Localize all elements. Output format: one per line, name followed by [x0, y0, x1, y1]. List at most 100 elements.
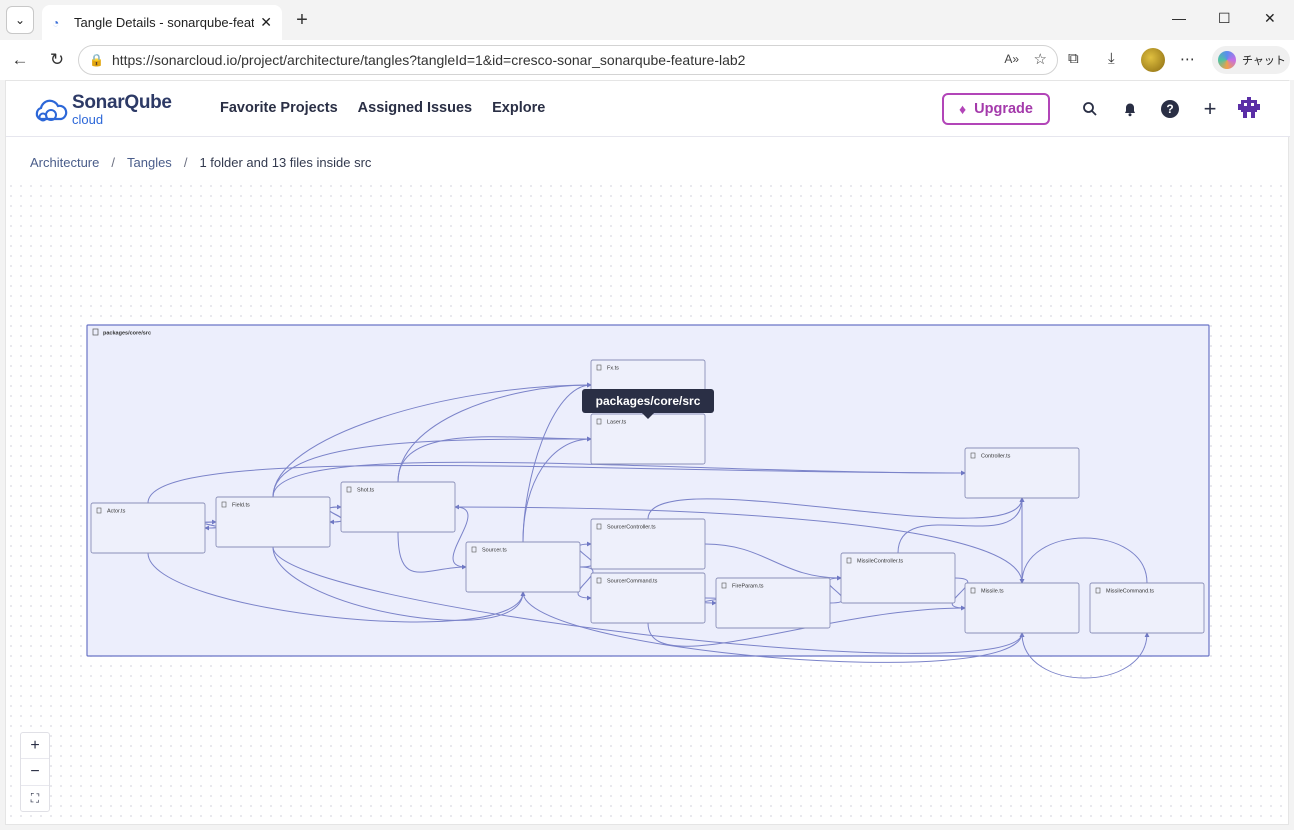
dependency-edge — [202, 521, 219, 531]
graph-node-label: Fx.ts — [607, 366, 619, 372]
dependency-edge — [702, 597, 719, 606]
folder-tooltip: packages/core/src — [582, 389, 714, 419]
page: SonarQube cloud Favorite Projects Assign… — [5, 80, 1290, 825]
folder-label: packages/core/src — [103, 331, 151, 337]
graph-node-label: Sourcer.ts — [482, 548, 507, 554]
graph-node-actor[interactable]: Actor.ts — [90, 502, 206, 554]
back-icon[interactable]: ← — [11, 50, 29, 69]
bell-icon[interactable] — [1119, 98, 1141, 120]
minimize-icon[interactable]: — — [1172, 10, 1186, 26]
tab-close-icon[interactable]: ✕ — [260, 14, 272, 30]
dependency-edge — [1019, 537, 1148, 584]
dependency-edge — [897, 497, 1025, 554]
graph-node-controller[interactable]: Controller.ts — [964, 447, 1080, 499]
cloud-logo-icon — [35, 99, 68, 121]
breadcrumb-architecture[interactable]: Architecture — [30, 155, 100, 170]
url-text: https://sonarcloud.io/project/architectu… — [111, 52, 746, 68]
graph-node-label: MissileCommand.ts — [1106, 589, 1154, 595]
file-icon — [221, 501, 227, 508]
dependency-edge — [452, 504, 469, 568]
favorite-star-icon[interactable]: ☆ — [1033, 51, 1047, 68]
window-close-icon[interactable]: ✕ — [1264, 10, 1276, 26]
zoom-out-button[interactable]: − — [21, 759, 49, 786]
extensions-icon[interactable]: ⧉ — [1068, 50, 1079, 67]
graph-node-label: SourcerCommand.ts — [607, 579, 658, 585]
dependency-edge — [647, 605, 966, 647]
dependency-edge — [272, 382, 592, 498]
new-tab-button[interactable]: + — [296, 8, 308, 31]
dependency-edge — [647, 497, 1025, 520]
file-icon — [92, 328, 99, 336]
graph-node-field[interactable]: Field.ts — [215, 496, 331, 548]
browser-toolbar: ← ↻ 🔒 https://sonarcloud.io/project/arch… — [0, 40, 1294, 80]
nav-favorite-projects[interactable]: Favorite Projects — [220, 100, 338, 116]
user-avatar-icon[interactable] — [1236, 96, 1262, 122]
copilot-label: チャット — [1242, 55, 1286, 67]
tab-list-button[interactable]: ⌄ — [6, 6, 34, 34]
graph-node-missilecontroller[interactable]: MissileController.ts — [840, 552, 956, 604]
graph-node-label: Field.ts — [232, 503, 250, 509]
graph-node-missile[interactable]: Missile.ts — [964, 582, 1080, 634]
profile-avatar[interactable] — [1141, 48, 1165, 72]
graph-node-shot[interactable]: Shot.ts — [340, 481, 456, 533]
dependency-edge — [577, 566, 594, 601]
browser-tab[interactable]: ◔ Tangle Details - sonarqube-feature ✕ — [42, 5, 282, 40]
dependency-edge — [704, 543, 842, 581]
sonarqube-logo[interactable]: SonarQube cloud — [32, 93, 172, 126]
breadcrumb-separator: / — [183, 155, 188, 170]
file-icon — [1095, 587, 1101, 594]
breadcrumb-tangles[interactable]: Tangles — [127, 155, 172, 170]
tangle-graph[interactable]: packages/core/src Fx.tsLaser.tsControlle… — [6, 181, 1288, 824]
zoom-in-button[interactable]: + — [21, 733, 49, 760]
graph-node-missilecommand[interactable]: MissileCommand.ts — [1089, 582, 1205, 634]
dependency-edge — [454, 506, 1025, 584]
nav-explore[interactable]: Explore — [492, 100, 546, 116]
fit-view-button[interactable]: ⛶ — [30, 790, 40, 805]
dependency-edge — [951, 577, 969, 611]
reload-icon[interactable]: ↻ — [49, 50, 65, 69]
plus-icon[interactable]: + — [1203, 96, 1217, 121]
dependency-edge — [397, 531, 467, 573]
logo-main-text: SonarQube — [72, 92, 172, 113]
upgrade-button[interactable]: ♦ Upgrade — [942, 93, 1050, 125]
nav-assigned-issues[interactable]: Assigned Issues — [357, 100, 473, 116]
top-navigation: Favorite Projects Assigned Issues Explor… — [220, 100, 545, 116]
dependency-edge — [577, 541, 594, 568]
file-icon — [970, 452, 976, 459]
help-icon[interactable]: ? — [1161, 100, 1179, 118]
downloads-icon[interactable]: ⤓ — [1108, 50, 1115, 67]
diamond-icon: ♦ — [959, 101, 967, 117]
graph-node-label: Shot.ts — [357, 488, 374, 494]
file-icon — [846, 557, 852, 564]
dependency-edge — [272, 436, 592, 498]
graph-node-sourcercontroller[interactable]: SourcerController.ts — [590, 518, 706, 570]
graph-node-label: SourcerController.ts — [607, 525, 656, 531]
search-icon[interactable] — [1079, 98, 1101, 120]
graph-node-sourcercommand[interactable]: SourcerCommand.ts — [590, 572, 706, 624]
read-aloud-icon[interactable]: A» — [1004, 52, 1019, 66]
graph-node-label: Controller.ts — [981, 454, 1011, 460]
more-menu-icon[interactable]: ⋯ — [1180, 51, 1195, 68]
dependency-edge — [522, 436, 592, 543]
file-icon — [96, 507, 102, 514]
dependency-edge — [272, 546, 1025, 654]
zoom-controls: + − ⛶ — [20, 732, 50, 812]
dependency-edge — [147, 552, 526, 623]
graph-node-sourcer[interactable]: Sourcer.ts — [465, 541, 581, 593]
graph-node-fireparam[interactable]: FireParam.ts — [715, 577, 831, 629]
logo-sub-text: cloud — [72, 112, 104, 127]
breadcrumb: Architecture / Tangles / 1 folder and 13… — [30, 155, 371, 170]
file-icon — [970, 587, 976, 594]
copilot-icon — [1218, 51, 1236, 69]
file-icon — [596, 523, 602, 530]
copilot-button[interactable]: チャット — [1212, 46, 1290, 74]
maximize-icon[interactable]: ☐ — [1218, 10, 1231, 26]
graph-node-label: MissileController.ts — [857, 559, 903, 565]
address-bar[interactable]: 🔒 https://sonarcloud.io/project/architec… — [78, 45, 1058, 75]
dependency-edge — [397, 382, 592, 483]
lock-icon: 🔒 — [89, 53, 104, 67]
upgrade-label: Upgrade — [974, 101, 1033, 117]
graph-node-laser[interactable]: Laser.ts — [590, 413, 706, 465]
file-icon — [596, 418, 602, 425]
